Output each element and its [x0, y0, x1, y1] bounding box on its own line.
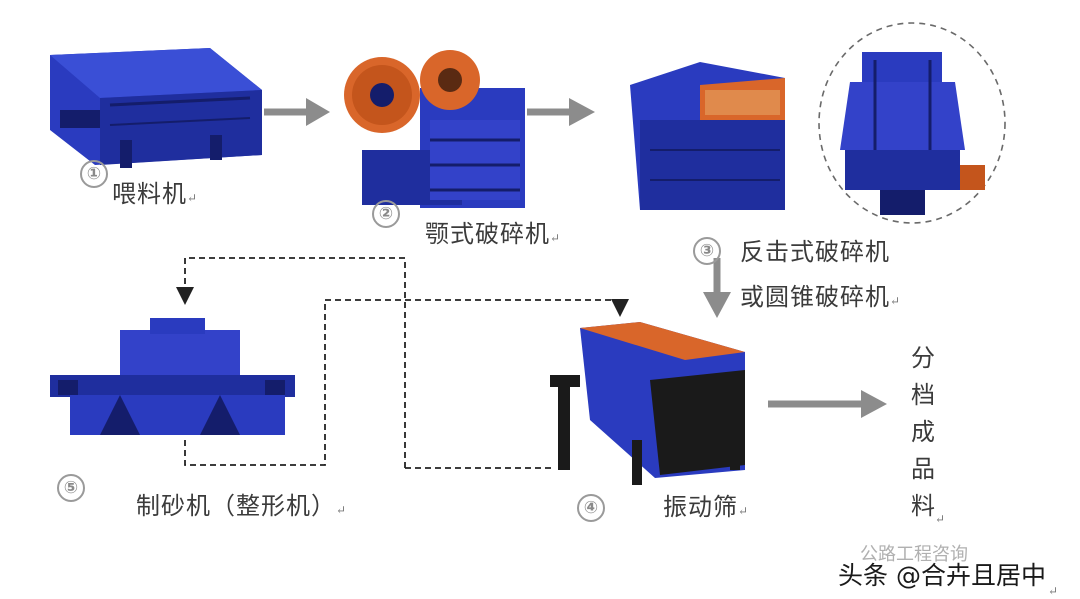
watermark-toutiao: 头条 @合卉且居中 [838, 561, 1046, 590]
paragraph-mark-output: ↵ [935, 512, 946, 526]
step-label-cone-crusher-line2: 或圆锥破碎机↵ [740, 277, 900, 312]
step-label-vibrating-screen: 振动筛↵ [663, 487, 748, 522]
step-label-impact-crusher-line1: 反击式破碎机 [740, 232, 890, 267]
vibrating-screen-label-text: 振动筛 [663, 493, 738, 521]
step-number-4: ④ [577, 494, 605, 522]
flow-arrow-1-2 [264, 98, 330, 126]
cone-crusher-label-text: 或圆锥破碎机 [740, 283, 890, 311]
cone-crusher-image [818, 22, 1006, 224]
paragraph-mark: ↵ [336, 503, 347, 517]
output-char-3: 成 [911, 418, 935, 446]
paragraph-mark: ↵ [550, 231, 561, 245]
impact-crusher-label-text: 反击式破碎机 [740, 238, 890, 266]
jaw-crusher-label-text: 颚式破碎机 [425, 220, 550, 248]
step-number-5: ⑤ [57, 474, 85, 502]
paragraph-mark-corner: ↵ [1048, 584, 1059, 598]
jaw-crusher-image [344, 50, 525, 208]
return-loop-to-sand-maker [176, 257, 406, 468]
watermark-background: 公路工程咨询 [860, 544, 968, 565]
step-number-1: ① [80, 160, 108, 188]
step-label-feeder: 喂料机↵ [112, 174, 197, 209]
output-char-4: 品 [911, 455, 935, 483]
step-label-sand-maker: 制砂机（整形机）↵ [136, 486, 346, 521]
return-loop-to-screen [184, 299, 629, 466]
flow-arrow-3-4 [703, 258, 731, 318]
output-char-1: 分 [911, 344, 935, 372]
paragraph-mark: ↵ [738, 504, 749, 518]
output-char-2: 档 [911, 381, 935, 409]
vibrating-screen-image [550, 322, 745, 485]
flow-arrow-2-3 [527, 98, 595, 126]
sand-maker-label-text: 制砂机（整形机） [136, 492, 336, 520]
step-number-2: ② [372, 200, 400, 228]
output-char-5: 料 [911, 492, 935, 520]
impact-crusher-image [630, 62, 785, 210]
paragraph-mark: ↵ [187, 191, 198, 205]
paragraph-mark: ↵ [890, 294, 901, 308]
feeder-machine-image [50, 48, 262, 168]
step-number-3: ③ [693, 237, 721, 265]
output-label-vertical: 分 档 成 品 料 [908, 340, 938, 525]
sand-maker-image [50, 318, 295, 435]
flow-arrow-4-output [768, 390, 887, 418]
feeder-label-text: 喂料机 [112, 180, 187, 208]
step-label-jaw-crusher: 颚式破碎机↵ [425, 214, 560, 249]
